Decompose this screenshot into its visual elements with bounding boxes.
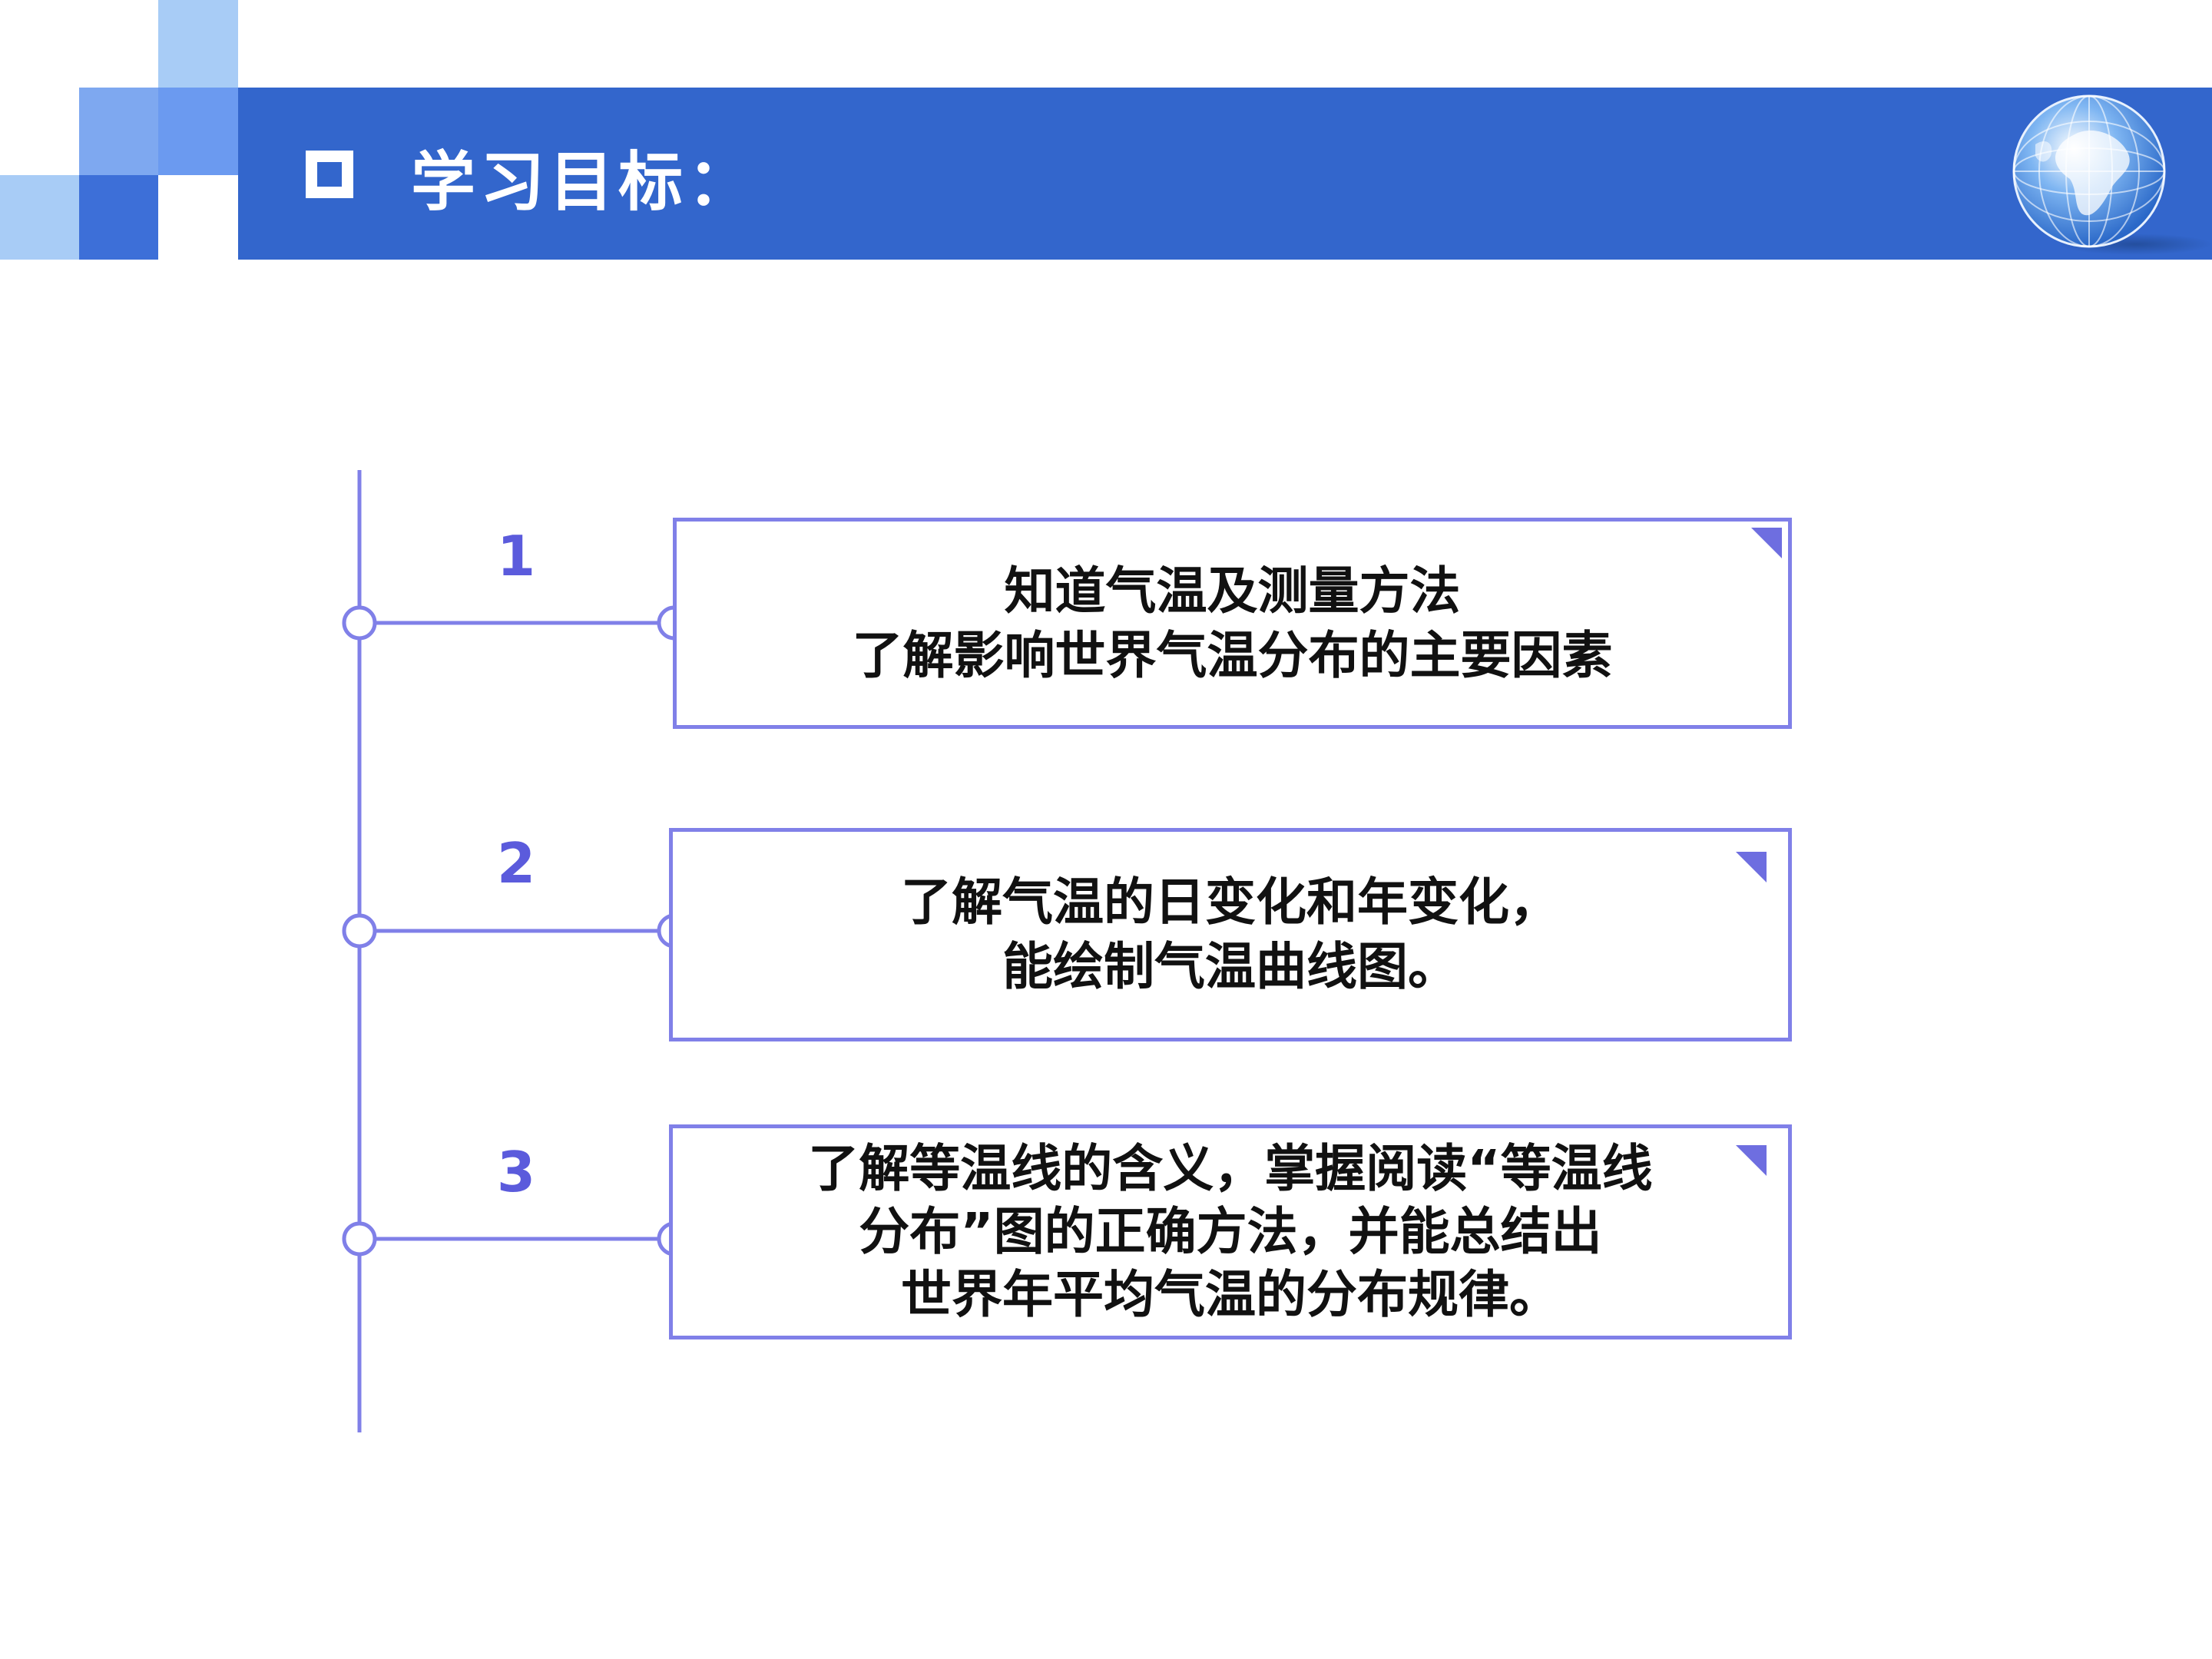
decor-square [0, 175, 79, 260]
goal-text-3: 了解等温线的含义，掌握阅读“等温线 分布”图的正确方法，并能总结出 世界年平均气… [673, 1128, 1788, 1336]
step-number-1: 1 [496, 524, 536, 588]
decor-square [79, 175, 158, 260]
page-title-text: 学习目标： [411, 144, 757, 220]
decor-square [79, 88, 158, 175]
node-circle [342, 913, 377, 949]
goal-line: 分布”图的正确方法，并能总结出 [859, 1202, 1602, 1261]
step-number-2: 2 [496, 831, 536, 896]
node-circle [342, 1221, 377, 1257]
decor-square [158, 88, 238, 175]
step-number-3: 3 [496, 1140, 536, 1204]
goal-box-1: 知道气温及测量方法 了解影响世界气温分布的主要因素 [673, 518, 1792, 729]
globe-icon [2012, 94, 2212, 255]
title-bullet-icon [306, 151, 353, 198]
decor-square [158, 0, 238, 88]
goal-line: 了解气温的日变化和年变化， [901, 873, 1560, 932]
header-bar [238, 88, 2212, 260]
goal-line: 了解等温线的含义，掌握阅读“等温线 [808, 1139, 1653, 1198]
page-title: 学习目标： [303, 131, 757, 223]
goal-text-2: 了解气温的日变化和年变化， 能绘制气温曲线图。 [673, 832, 1788, 1038]
goal-line: 世界年平均气温的分布规律。 [901, 1265, 1560, 1324]
goal-line: 了解影响世界气温分布的主要因素 [852, 625, 1613, 685]
node-circle [342, 605, 377, 641]
corner-triangle-icon [1736, 1145, 1767, 1176]
goal-line: 知道气温及测量方法 [1004, 561, 1461, 621]
corner-triangle-icon [1736, 852, 1767, 882]
goal-line: 能绘制气温曲线图。 [1002, 937, 1459, 996]
goal-box-3: 了解等温线的含义，掌握阅读“等温线 分布”图的正确方法，并能总结出 世界年平均气… [669, 1124, 1792, 1339]
goal-box-2: 了解气温的日变化和年变化， 能绘制气温曲线图。 [669, 828, 1792, 1041]
corner-triangle-icon [1751, 528, 1782, 558]
goal-text-1: 知道气温及测量方法 了解影响世界气温分布的主要因素 [677, 522, 1788, 725]
